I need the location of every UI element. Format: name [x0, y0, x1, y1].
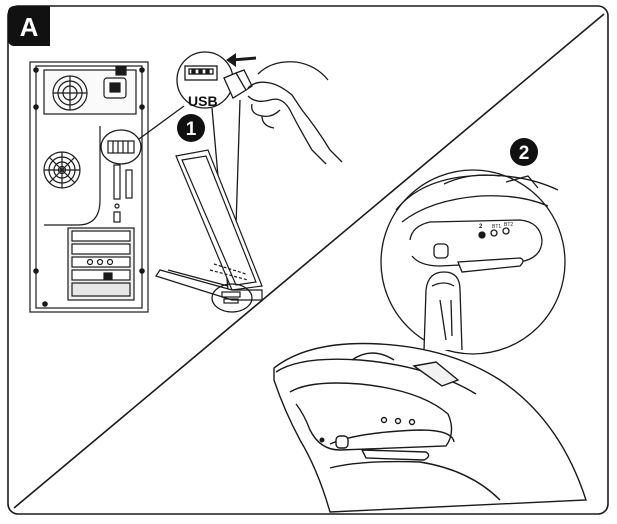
mouse-button-label-left: 2: [479, 224, 483, 230]
pc-usb-callout: [100, 105, 185, 165]
usb-label: USB: [188, 93, 218, 109]
panel-badge-a: A: [8, 6, 50, 46]
laptop-usb-callout: [211, 283, 253, 313]
usb-receiver-illustration: [176, 51, 343, 291]
pc-tower: [29, 61, 149, 313]
diagonal-divider: [13, 13, 605, 509]
mouse-button-label-mid: BT1: [492, 224, 501, 230]
step-label-2: 2: [519, 143, 530, 164]
laptop: [155, 149, 263, 304]
step-badge-2: 2: [510, 138, 538, 166]
vertical-mouse: [273, 342, 587, 513]
panel-label-a: A: [20, 12, 39, 42]
mouse-closeup: [380, 169, 566, 355]
step-badge-1: 1: [177, 114, 205, 142]
mouse-button-label-right: BT2: [504, 222, 513, 228]
step-label-1: 1: [186, 119, 197, 140]
